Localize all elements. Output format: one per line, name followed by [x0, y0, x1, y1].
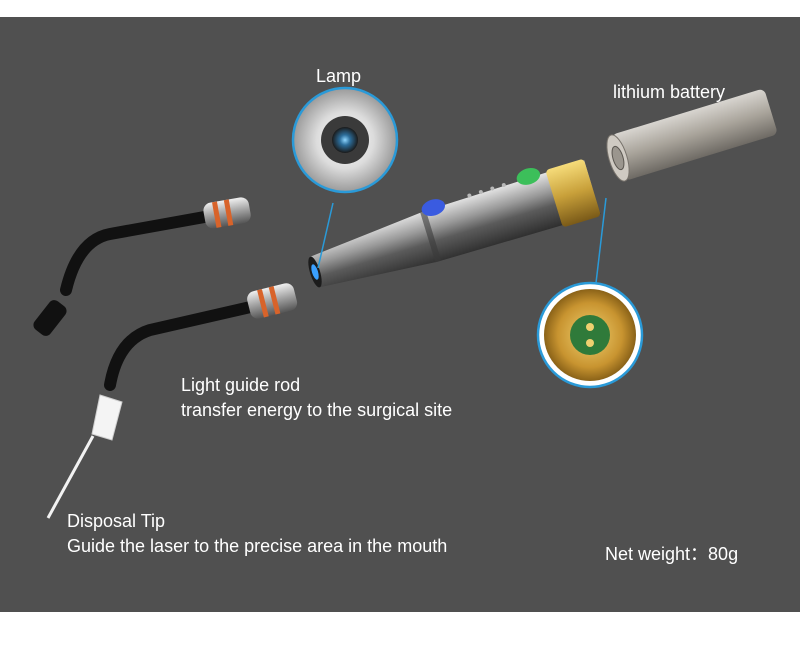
power-button-blue	[421, 199, 446, 217]
mode-button-green	[516, 168, 541, 185]
laser-pen-illustration	[33, 86, 777, 519]
laser-pen-body	[308, 159, 601, 288]
light-guide-description: transfer energy to the surgical site	[181, 400, 453, 420]
disposal-tip-description: Guide the laser to the precise area in t…	[67, 536, 448, 556]
disposal-tip	[46, 394, 123, 519]
lithium-battery	[606, 89, 777, 182]
connector-callout	[536, 197, 644, 389]
rod-cap	[33, 300, 67, 336]
battery-label: lithium battery	[613, 82, 726, 102]
net-weight-label: Net weight：80g	[605, 544, 739, 564]
lamp-label: Lamp	[316, 66, 362, 86]
product-photo	[0, 17, 800, 612]
light-guide-rod-lower	[104, 283, 298, 391]
lamp-callout	[291, 86, 399, 269]
light-guide-title: Light guide rod	[181, 375, 301, 395]
light-guide-rod-upper	[33, 197, 251, 336]
disposal-tip-title: Disposal Tip	[67, 511, 166, 531]
